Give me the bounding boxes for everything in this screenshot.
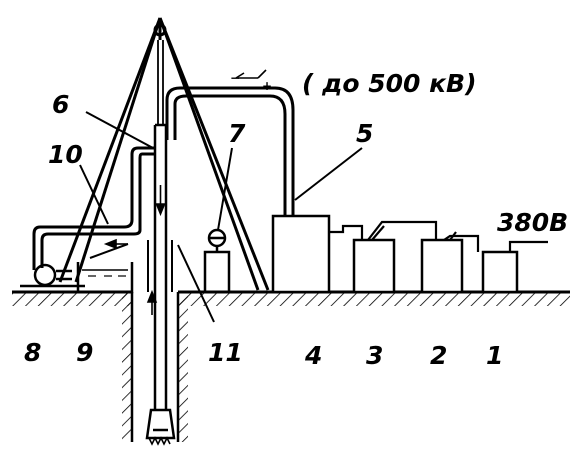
equipment-boxes xyxy=(271,214,519,294)
label-5: 5 xyxy=(356,119,373,148)
drill-string xyxy=(145,40,176,446)
polarity-sign xyxy=(235,69,267,79)
hose-10 xyxy=(32,146,155,270)
unit-3 xyxy=(352,238,396,294)
label-6: 6 xyxy=(52,90,69,119)
unit-4 xyxy=(271,214,331,294)
supply-voltage-label: 380В xyxy=(497,208,568,237)
connecting-wires xyxy=(329,220,548,252)
hv-cable-5 xyxy=(165,86,295,216)
label-1: 1 xyxy=(486,341,503,370)
label-11: 11 xyxy=(208,338,243,367)
polarity-plus-sign: + xyxy=(262,79,272,93)
label-3: 3 xyxy=(366,341,383,370)
winch-7 xyxy=(203,228,231,294)
leader-lines xyxy=(79,111,363,323)
borehole xyxy=(122,292,188,442)
unit-2 xyxy=(420,238,464,294)
flow-arrows xyxy=(103,185,166,315)
label-8: 8 xyxy=(24,338,41,367)
pump-8 xyxy=(20,263,85,294)
mud-tank-9 xyxy=(76,243,134,294)
label-10: 10 xyxy=(48,140,83,169)
ground xyxy=(12,290,570,306)
label-2: 2 xyxy=(430,341,447,370)
unit-1 xyxy=(481,250,519,294)
derrick xyxy=(58,17,270,291)
polarity-minus-sign: − xyxy=(230,71,240,85)
casing-11 xyxy=(147,240,173,292)
label-4: 4 xyxy=(304,341,322,370)
label-9: 9 xyxy=(76,338,93,367)
voltage-label: ( до 500 кВ) xyxy=(302,69,477,98)
label-7: 7 xyxy=(228,119,246,148)
